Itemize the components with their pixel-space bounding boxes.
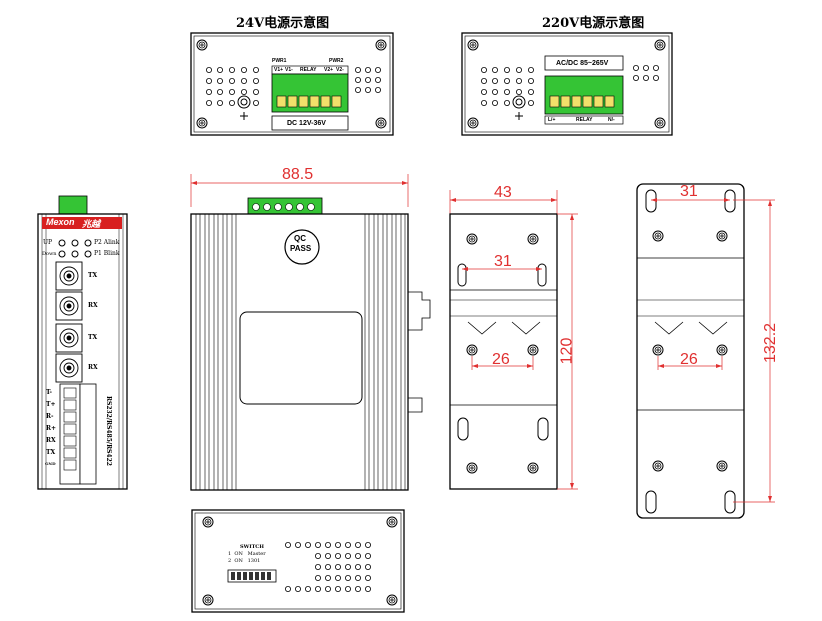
- dim-wall-bottom-pitch: 26: [680, 351, 698, 368]
- dim-din-width: 43: [494, 184, 512, 201]
- switch-title: SWITCH: [240, 544, 264, 550]
- port-tx-1: TX: [88, 272, 98, 279]
- pwr2-label: PWR2: [329, 58, 344, 64]
- switch-row-1: 1 ON Master: [228, 551, 266, 557]
- serial-pin-r-minus: R-: [46, 413, 54, 420]
- title-220v: 220V电源示意图: [542, 16, 645, 31]
- pin-n: N/-: [608, 117, 615, 123]
- serial-pin-tx: TX: [46, 449, 56, 456]
- pin-relay: RELAY: [300, 67, 317, 73]
- dc-input-label: DC 12V-36V: [287, 120, 326, 127]
- serial-pin-t-minus: T-: [46, 389, 52, 396]
- front-view: [37, 195, 128, 490]
- wall-bracket: [636, 183, 775, 519]
- port-rx-2: RX: [88, 364, 98, 371]
- side-view: [190, 174, 431, 491]
- pin-v1-plus: V1+: [274, 67, 284, 73]
- bottom-panel: [191, 509, 405, 613]
- led-p2-label: P2 Alink: [94, 239, 120, 246]
- pwr1-label: PWR1: [272, 58, 287, 64]
- brand-logo: Mexon: [46, 217, 75, 227]
- title-24v: 24V电源示意图: [236, 16, 330, 31]
- pin-v2-minus: V2-: [336, 67, 344, 73]
- port-rx-1: RX: [88, 302, 98, 309]
- qc-label: QC: [294, 234, 306, 243]
- pin-relay-220: RELAY: [576, 117, 593, 123]
- serial-pin-r-plus: R+: [46, 425, 57, 432]
- serial-pin-rx: RX: [46, 437, 56, 444]
- brand-logo-cn: 兆越: [82, 220, 101, 230]
- pass-label: PASS: [290, 244, 312, 253]
- din-bracket: [449, 190, 578, 490]
- panel-220v: [461, 32, 673, 136]
- pin-l: L/+: [548, 117, 556, 123]
- pin-v1-minus: V1-: [285, 67, 293, 73]
- dim-din-bottom-pitch: 26: [492, 351, 510, 368]
- serial-interface-label: RS232/RS485/RS422: [105, 396, 112, 466]
- dim-din-height: 120: [558, 337, 576, 365]
- led-up-label: UP: [43, 239, 53, 246]
- switch-row-2: 2 ON 1301: [228, 558, 261, 564]
- panel-24v: [190, 32, 394, 136]
- serial-pin-t-plus: T+: [46, 401, 56, 408]
- led-p1-label: P1 Blink: [94, 250, 120, 257]
- pin-v2-plus: V2+: [324, 67, 334, 73]
- ac-input-label: AC/DC 85~265V: [556, 60, 609, 67]
- serial-pin-gnd: GND: [45, 461, 56, 466]
- dim-width: 88.5: [282, 166, 314, 183]
- dim-din-hole-pitch: 31: [494, 253, 512, 270]
- dim-wall-hole-pitch: 31: [680, 183, 698, 200]
- dim-wall-height: 132.2: [762, 322, 779, 363]
- led-down-label: Down: [42, 251, 57, 257]
- port-tx-2: TX: [88, 334, 98, 341]
